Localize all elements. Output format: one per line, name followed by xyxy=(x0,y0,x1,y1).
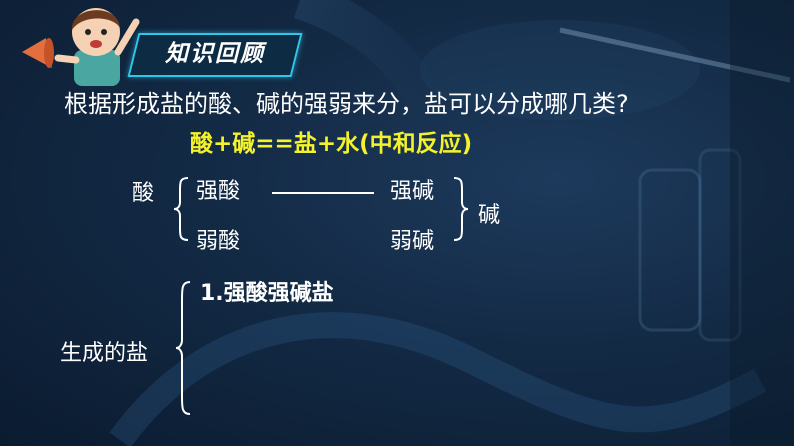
salt-label: 生成的盐 xyxy=(60,341,149,366)
strong-base: 强碱 xyxy=(390,179,435,204)
base-label: 碱 xyxy=(478,203,501,228)
mascot-megaphone-icon xyxy=(22,8,140,86)
salt-item-1: 1.强酸强碱盐 xyxy=(200,281,334,306)
acid-brace xyxy=(173,177,189,241)
section-title: 知识回顾 xyxy=(165,41,265,67)
acid-base-connector xyxy=(272,192,374,194)
question-text: 根据形成盐的酸、碱的强弱来分，盐可以分成哪几类? xyxy=(64,90,629,118)
weak-base: 弱碱 xyxy=(390,229,435,254)
salt-brace xyxy=(175,281,191,415)
strong-acid: 强酸 xyxy=(196,179,241,204)
neutralization-equation: 酸+碱==盐+水(中和反应) xyxy=(190,131,473,157)
base-brace xyxy=(453,177,469,241)
acid-label: 酸 xyxy=(132,181,155,206)
weak-acid: 弱酸 xyxy=(196,229,241,254)
